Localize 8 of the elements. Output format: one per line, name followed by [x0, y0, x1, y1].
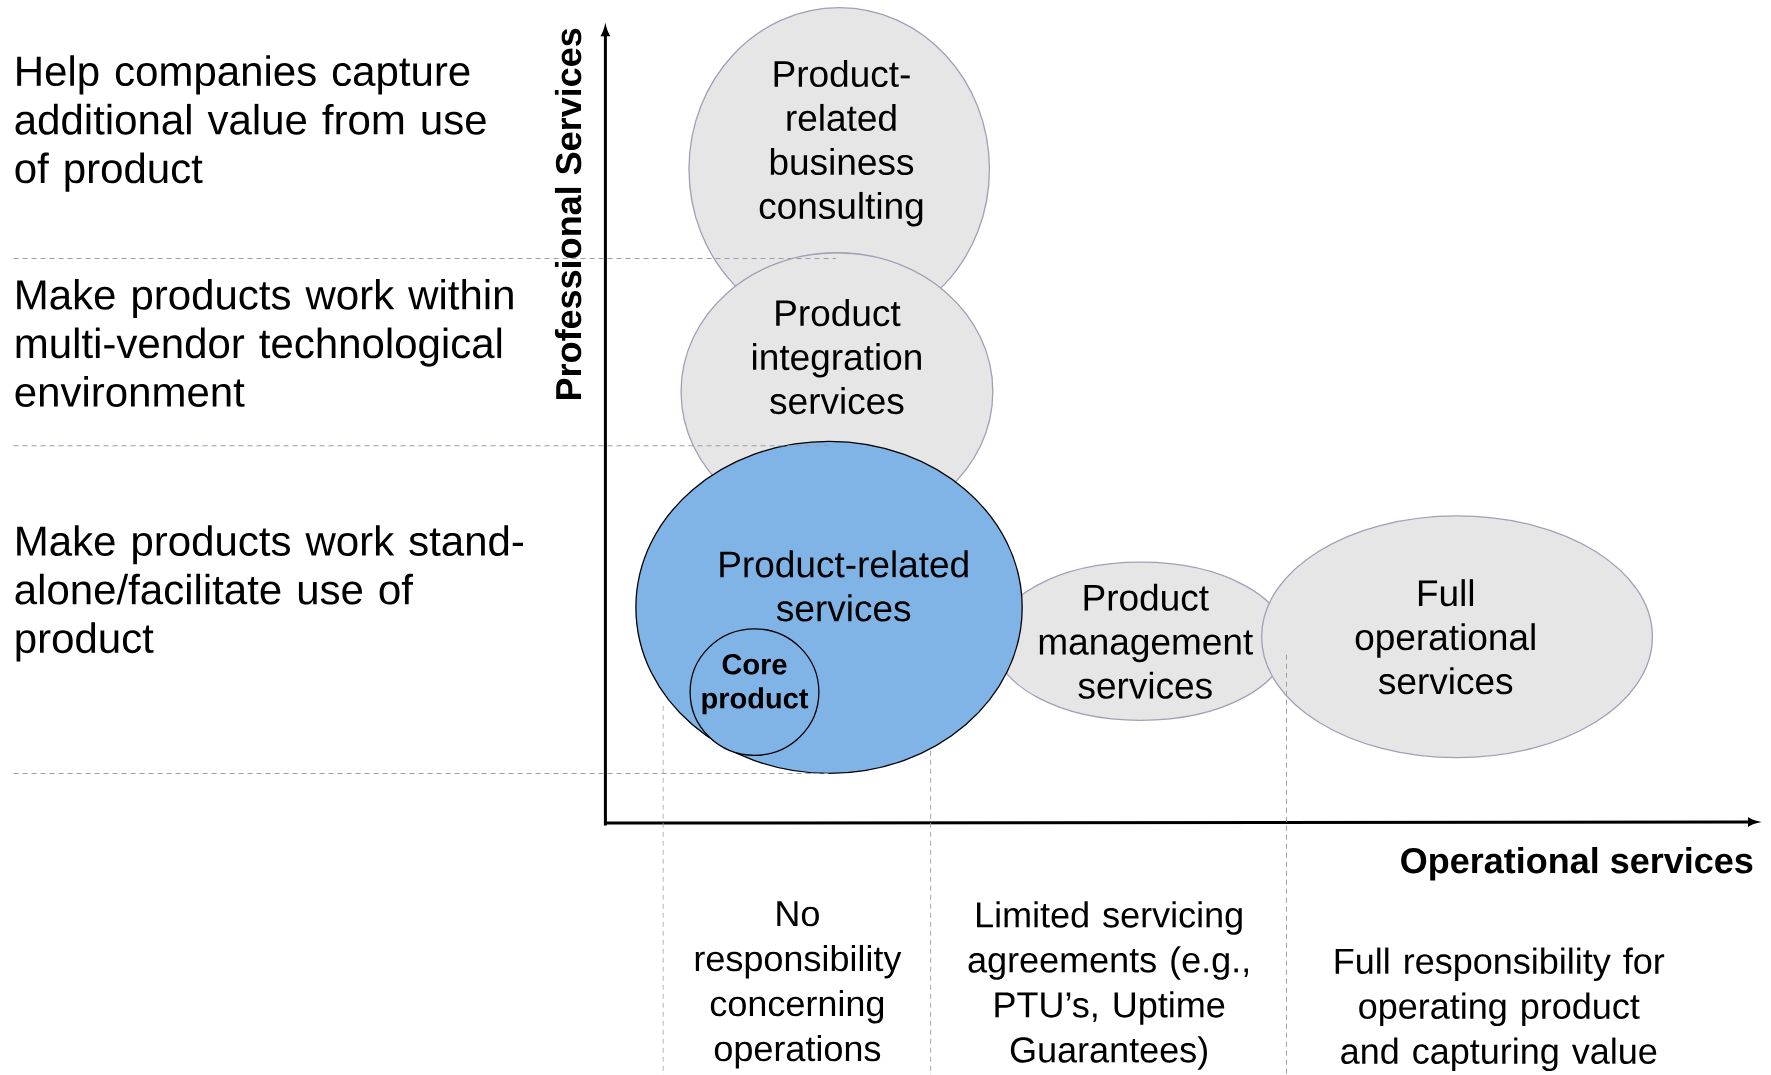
side-text: Make products work within multi-vendor technological environment	[15, 278, 513, 407]
side-text: Make products work stand-alone/facilitate use of product	[15, 525, 523, 662]
column-text: Limited servicing agreements (e.g., PTU’s, Uptime Guarantees)	[968, 901, 1248, 1070]
column-text: No responsibility concerning operations	[695, 901, 902, 1069]
axis-label: Professional Services	[554, 28, 582, 399]
side-text: Help companies capture additional value from use of product	[15, 55, 486, 192]
column-text: Full responsibility for operating product and capturing value	[1335, 947, 1665, 1072]
axis-label: Operational services	[1401, 847, 1753, 881]
